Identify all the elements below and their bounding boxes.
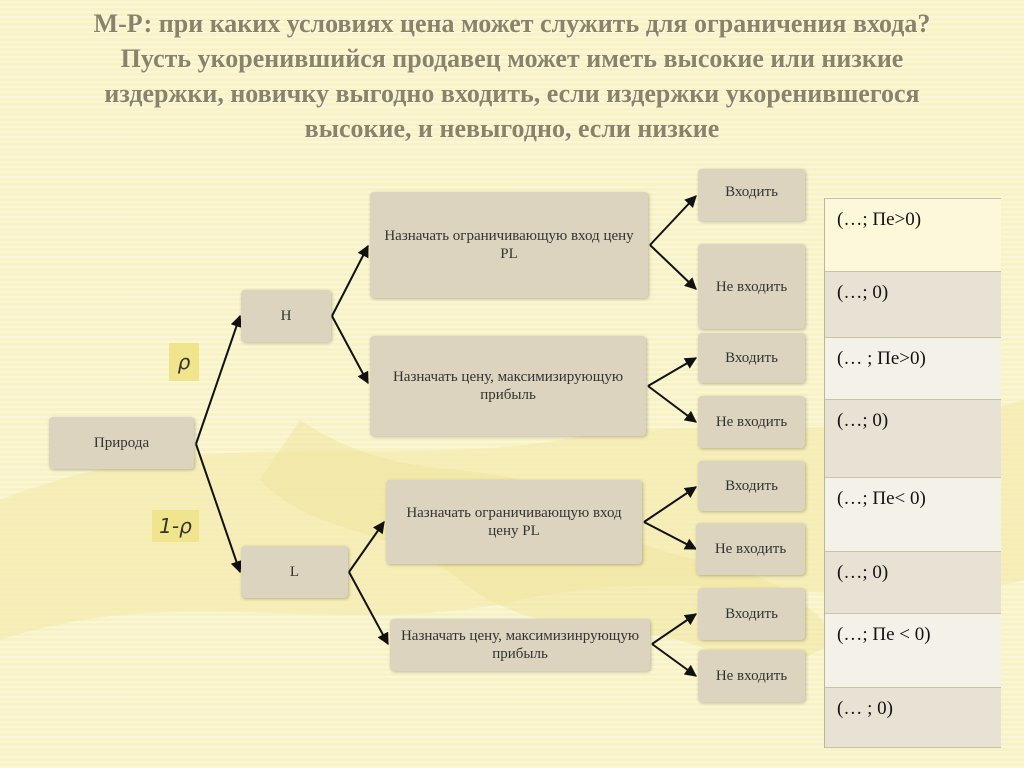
- edge-ll-stay: [643, 521, 698, 550]
- payoff-cell: (…; Пе< 0): [825, 478, 1001, 552]
- edge-hl-enter: [649, 195, 697, 246]
- slide-title: М-Р: при каких условиях цена может служи…: [20, 6, 1004, 146]
- edge-l-max: [348, 571, 389, 646]
- edge-nature-low: [195, 443, 243, 574]
- action-low-limit-price: Назначать ограничивающую вход цену PL: [386, 480, 642, 564]
- prob-high-badge: ρ: [169, 343, 199, 381]
- response-stay-out-3: Не входить: [696, 523, 805, 575]
- response-enter-2: Входить: [698, 333, 805, 383]
- nature-node: Природа: [49, 417, 194, 469]
- response-enter-4: Входить: [698, 588, 805, 640]
- response-stay-out-1: Не входить: [698, 244, 805, 329]
- edge-hm-stay: [647, 385, 697, 423]
- response-stay-out-2: Не входить: [698, 396, 805, 448]
- action-low-max-profit: Назначать цену, максимизинрующую прибыль: [390, 619, 650, 671]
- edge-lm-stay: [651, 643, 697, 677]
- prob-low-badge: 1-ρ: [152, 510, 199, 542]
- edge-h-max: [331, 315, 369, 385]
- payoff-cell: (… ; Пе>0): [825, 338, 1001, 400]
- action-high-max-profit: Назначать цену, максимизирующую прибыль: [370, 336, 646, 436]
- action-high-limit-price: Назначать ограничивающую вход цену PL: [370, 192, 648, 298]
- response-enter-3: Входить: [698, 461, 805, 511]
- type-low-node: L: [241, 546, 348, 598]
- payoff-cell: (…; Пе>0): [825, 198, 1001, 272]
- payoff-cell: (…; 0): [825, 552, 1001, 614]
- payoff-cell: (… ; 0): [825, 688, 1001, 748]
- edge-lm-enter: [651, 613, 697, 645]
- payoff-cell: (…; Пе < 0): [825, 614, 1001, 688]
- payoff-cell: (…; 0): [825, 400, 1001, 478]
- edge-l-limit: [348, 521, 385, 573]
- payoff-table: (…; Пе>0) (…; 0) (… ; Пе>0) (…; 0) (…; П…: [824, 198, 1001, 748]
- edge-nature-high: [195, 314, 243, 445]
- edge-ll-enter: [643, 486, 697, 523]
- response-stay-out-4: Не входить: [698, 650, 805, 702]
- title-line-4: высокие, и невыгодно, если низкие: [304, 114, 720, 143]
- edge-hm-enter: [647, 357, 698, 387]
- title-line-1: М-Р: при каких условиях цена может служи…: [93, 9, 931, 38]
- edge-h-limit: [331, 244, 369, 317]
- title-line-2: Пусть укоренившийся продавец может иметь…: [120, 44, 904, 73]
- payoff-cell: (…; 0): [825, 272, 1001, 338]
- title-line-3: издержки, новичку выгодно входить, если …: [104, 79, 920, 108]
- type-high-node: H: [241, 290, 331, 342]
- response-enter-1: Входить: [698, 169, 805, 221]
- edge-hl-stay: [649, 244, 697, 290]
